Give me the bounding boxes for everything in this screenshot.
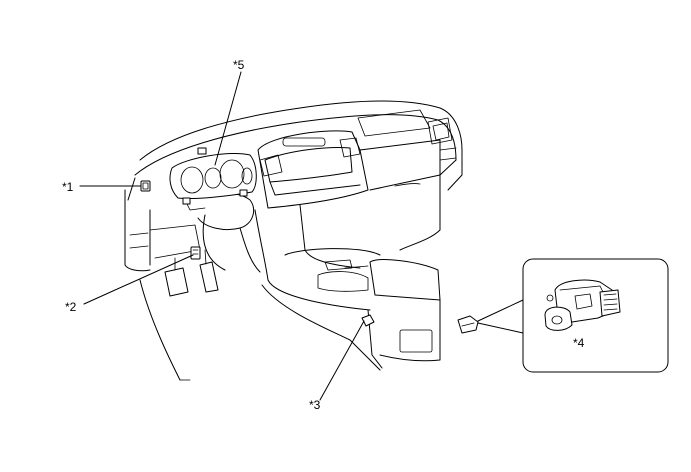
part-1-sensor	[140, 180, 151, 192]
callout-3: *3	[309, 398, 321, 412]
leader-lines	[79, 71, 365, 401]
part-3-sensor	[361, 314, 375, 327]
dashboard-outline	[124, 100, 463, 381]
callout-4: *4	[573, 336, 585, 350]
callout-1: *1	[62, 180, 74, 194]
callout-2: *2	[65, 300, 77, 314]
callout-5: *5	[233, 58, 245, 72]
part-2-module	[190, 246, 201, 260]
detail-inset	[477, 258, 669, 373]
leader-3	[319, 320, 365, 401]
part-4-installed	[457, 315, 479, 334]
combination-meter	[169, 147, 257, 211]
leader-5	[214, 71, 242, 166]
leader-2	[83, 254, 194, 305]
